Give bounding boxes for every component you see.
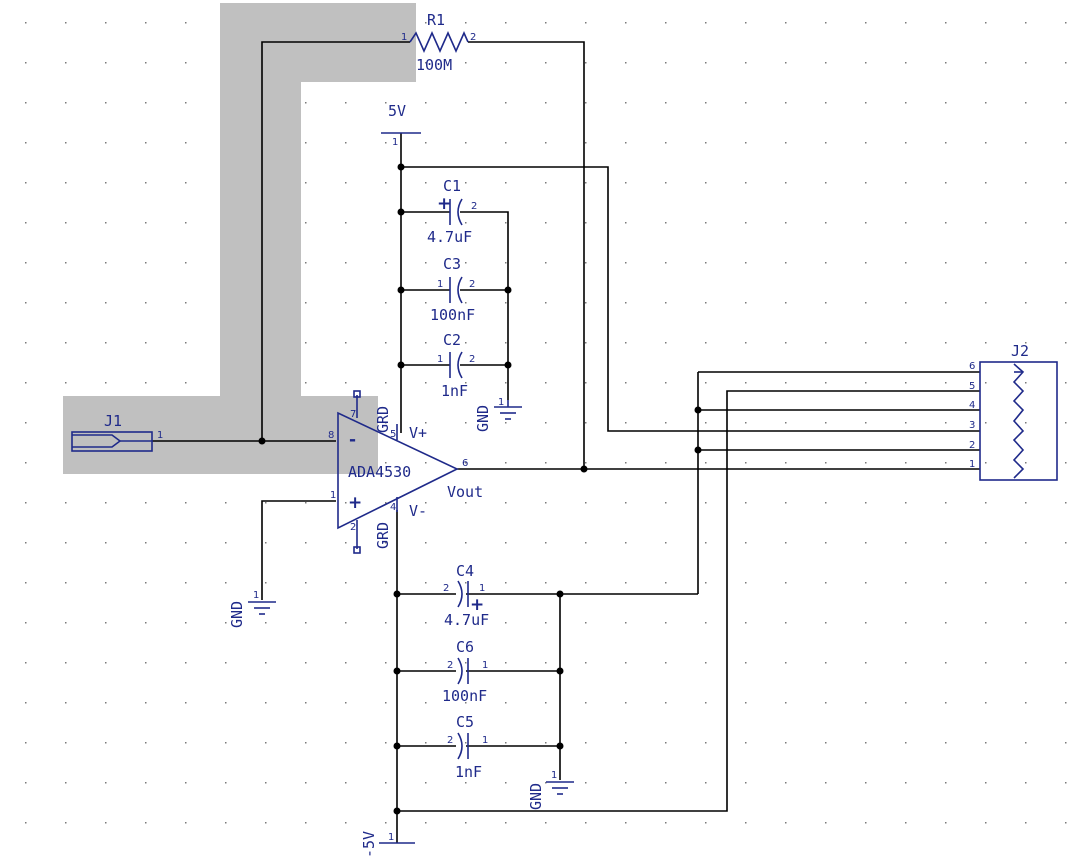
- c6-value: 100nF: [442, 687, 487, 705]
- connector-j2[interactable]: J2 6 5 4 3 2 1: [969, 342, 1058, 481]
- c5-pin2: 2: [447, 735, 453, 746]
- c5-ref: C5: [456, 713, 474, 731]
- opamp-vplus: V+: [409, 424, 427, 442]
- c3-pin2: 2: [469, 279, 475, 290]
- power-neg5v-label: -5V: [360, 831, 378, 858]
- opamp-pin-grd-bottom: 2: [350, 522, 356, 533]
- j1-pin-number: 1: [157, 430, 163, 441]
- connector-j1[interactable]: J1 1: [71, 412, 163, 452]
- c3-ref: C3: [443, 255, 461, 273]
- c1-polarity: +: [437, 194, 451, 214]
- c4-value: 4.7uF: [444, 611, 489, 629]
- gnd-symbol-bottom: GND 1: [527, 770, 574, 810]
- opamp-pin-grd-top: 7: [350, 409, 356, 420]
- c2-ref: C2: [443, 331, 461, 349]
- c1-ref: C1: [443, 177, 461, 195]
- opamp-grd-bottom: GRD: [374, 522, 392, 549]
- c1-value: 4.7uF: [427, 228, 472, 246]
- opamp-inv-sign: -: [349, 430, 356, 450]
- gnd-top-label: GND: [474, 405, 492, 432]
- capacitor-c3[interactable]: C3 100nF 1 2: [430, 255, 475, 324]
- c2-pin2: 2: [469, 354, 475, 365]
- c3-pin1: 1: [437, 279, 443, 290]
- c4-pin1: 1: [479, 583, 485, 594]
- junction-dots: [258, 163, 702, 815]
- c3-value: 100nF: [430, 306, 475, 324]
- c4-pin2: 2: [443, 583, 449, 594]
- gnd-bottom-pin: 1: [551, 770, 557, 781]
- j2-pin-2: 2: [969, 440, 975, 451]
- opamp-vminus: V-: [409, 502, 427, 520]
- c5-pin1: 1: [482, 735, 488, 746]
- opamp-part: ADA4530: [348, 463, 411, 481]
- opamp-vout: Vout: [447, 483, 483, 501]
- c4-polarity: +: [470, 595, 484, 615]
- gnd-bottom-label: GND: [527, 783, 545, 810]
- grid-dots: [25, 22, 1067, 824]
- c4-ref: C4: [456, 562, 474, 580]
- c6-ref: C6: [456, 638, 474, 656]
- j1-ref: J1: [104, 412, 122, 430]
- r1-value: 100M: [416, 56, 452, 74]
- r1-pin2: 2: [470, 32, 476, 43]
- opamp-noninv-sign: +: [348, 493, 362, 513]
- power-5v-label: 5V: [388, 102, 406, 120]
- gnd-symbol-amp: GND 1: [228, 590, 276, 628]
- opamp-pin-inv: 8: [328, 430, 334, 441]
- power-5v: 5V 1: [381, 102, 421, 148]
- gnd-symbol-top: GND 1: [474, 397, 522, 432]
- guard-ring-area: [63, 3, 416, 474]
- r1-pin1: 1: [401, 32, 407, 43]
- capacitor-c5[interactable]: C5 1nF 2 1: [447, 713, 488, 781]
- opamp-pin-vplus: 5: [390, 429, 396, 440]
- j2-pin-3: 3: [969, 420, 975, 431]
- resistor-r1[interactable]: R1 100M 1 2: [401, 11, 476, 74]
- power-neg5v: -5V 1: [360, 831, 415, 858]
- j2-pin-4: 4: [969, 400, 975, 411]
- opamp-pin-noninv: 1: [330, 490, 336, 501]
- gnd-amp-pin: 1: [253, 590, 259, 601]
- opamp-pin-out: 6: [462, 458, 468, 469]
- wires: [152, 41, 980, 843]
- power-5v-pin: 1: [392, 137, 398, 148]
- j2-pin-5: 5: [969, 381, 975, 392]
- opamp-pin-vminus: 4: [390, 502, 396, 513]
- c2-pin1: 1: [437, 354, 443, 365]
- opamp-grd-top: GRD: [374, 406, 392, 433]
- gnd-top-pin: 1: [498, 397, 504, 408]
- c1-pin2: 2: [471, 201, 477, 212]
- j2-ref: J2: [1011, 342, 1029, 360]
- capacitor-c4[interactable]: C4 4.7uF + 2 1: [443, 562, 489, 629]
- capacitor-c1[interactable]: C1 4.7uF + 2: [427, 177, 477, 246]
- c5-value: 1nF: [455, 763, 482, 781]
- gnd-amp-label: GND: [228, 601, 246, 628]
- c6-pin2: 2: [447, 660, 453, 671]
- r1-ref: R1: [427, 11, 445, 29]
- opamp-ada4530[interactable]: - + ADA4530 V+ V- Vout GRD GRD 8 1 6 5 4…: [328, 390, 483, 554]
- capacitor-c6[interactable]: C6 100nF 2 1: [442, 638, 488, 705]
- c2-value: 1nF: [441, 382, 468, 400]
- power-neg5v-pin: 1: [388, 832, 394, 843]
- j2-pin-6: 6: [969, 361, 975, 372]
- capacitor-c2[interactable]: C2 1nF 1 2: [437, 331, 475, 400]
- c6-pin1: 1: [482, 660, 488, 671]
- j2-pin-1: 1: [969, 459, 975, 470]
